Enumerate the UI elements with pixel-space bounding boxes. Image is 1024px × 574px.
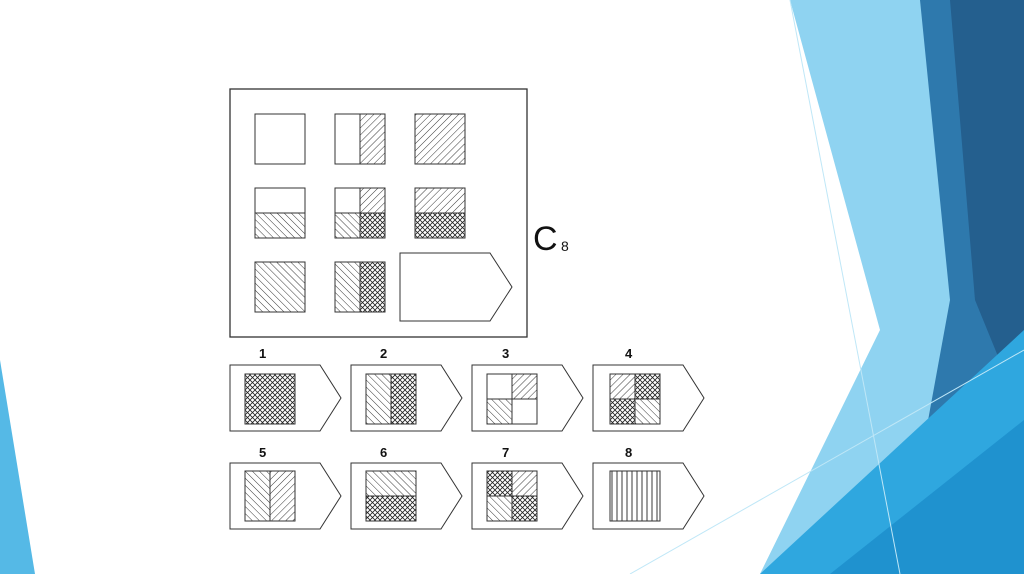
answer-number-3: 3 [502,346,509,361]
cell-r3c1 [255,262,305,312]
test-number: 8 [561,238,569,254]
decor-left [0,360,35,574]
cell-r2c2 [335,188,385,238]
answer-option-5[interactable] [230,463,341,529]
cell-r3c2 [335,262,385,312]
answer-number-5: 5 [259,445,266,460]
test-label: C [533,220,558,259]
answer-option-6[interactable] [351,463,462,529]
answer-option-7[interactable] [472,463,583,529]
cell-r1c1 [255,114,305,164]
cell-r2c1 [255,188,305,238]
cell-r1c2 [335,114,385,164]
answer-number-4: 4 [625,346,632,361]
answer-number-6: 6 [380,445,387,460]
answer-number-1: 1 [259,346,266,361]
missing-cell-arrow [400,253,512,321]
answer-option-8[interactable] [593,463,704,529]
answer-option-2[interactable] [351,365,462,431]
answer-option-3[interactable] [472,365,583,431]
answer-number-8: 8 [625,445,632,460]
cell-r2c3 [415,188,465,238]
answer-number-2: 2 [380,346,387,361]
cell-r1c3 [415,114,465,164]
answer-number-7: 7 [502,445,509,460]
answer-option-4[interactable] [593,365,704,431]
answer-option-1[interactable] [230,365,341,431]
